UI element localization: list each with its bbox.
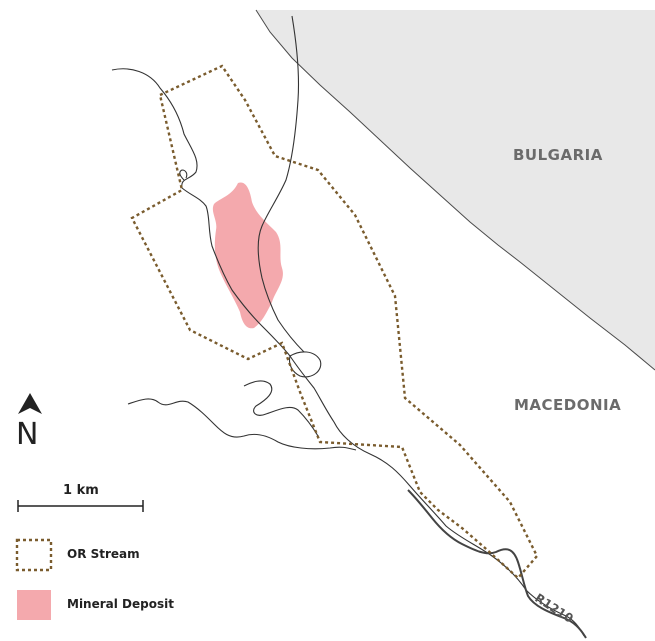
north-label: N [16,417,39,452]
country-label-macedonia: MACEDONIA [514,396,622,414]
river-loop [288,351,322,378]
legend-deposit-label: Mineral Deposit [67,597,174,611]
legend-stream-swatch [15,538,53,572]
river-east-branch [257,15,305,353]
bulgaria-region [256,10,655,370]
legend-stream-label: OR Stream [67,547,140,561]
mineral-deposit-area [212,182,283,329]
scale-bar [17,500,144,512]
or-stream-outline [130,64,539,580]
north-arrow-icon [18,393,42,414]
road-label: R1210 [532,591,575,626]
river-network [111,15,585,637]
river-south-branch [243,380,319,437]
river-small-loop [179,169,188,181]
legend-deposit-swatch [17,590,51,620]
country-label-bulgaria: BULGARIA [513,146,603,164]
scale-label: 1 km [63,483,99,498]
country-border [255,9,655,371]
river-west-branch [127,398,357,451]
road-r1210 [407,489,587,639]
